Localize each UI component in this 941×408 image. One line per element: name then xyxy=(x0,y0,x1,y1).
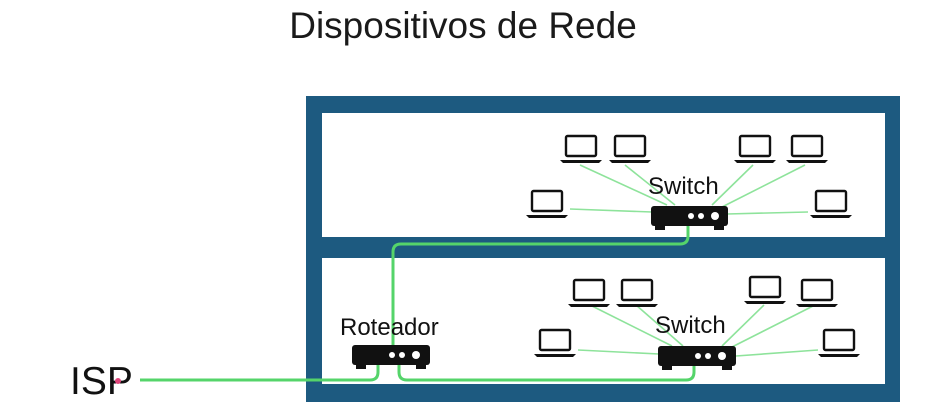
isp-label: ISP xyxy=(70,360,133,403)
router-to-top-switch-cable xyxy=(391,226,690,345)
switch-icon-top xyxy=(651,206,728,230)
router-label: Roteador xyxy=(340,314,439,341)
top-floor-links xyxy=(569,164,809,215)
router-to-bottom-switch-cable xyxy=(397,364,696,382)
switch-label-top: Switch xyxy=(648,173,719,200)
isp-to-router-cable xyxy=(140,364,380,382)
main-cables xyxy=(140,226,696,382)
cursor-dot xyxy=(115,378,121,384)
switch-label-bottom: Switch xyxy=(655,312,726,339)
router-icon xyxy=(352,345,430,369)
switch-icon-bottom xyxy=(658,346,736,370)
bottom-floor-links xyxy=(577,304,819,357)
diagram-title: Dispositivos de Rede xyxy=(289,5,637,46)
